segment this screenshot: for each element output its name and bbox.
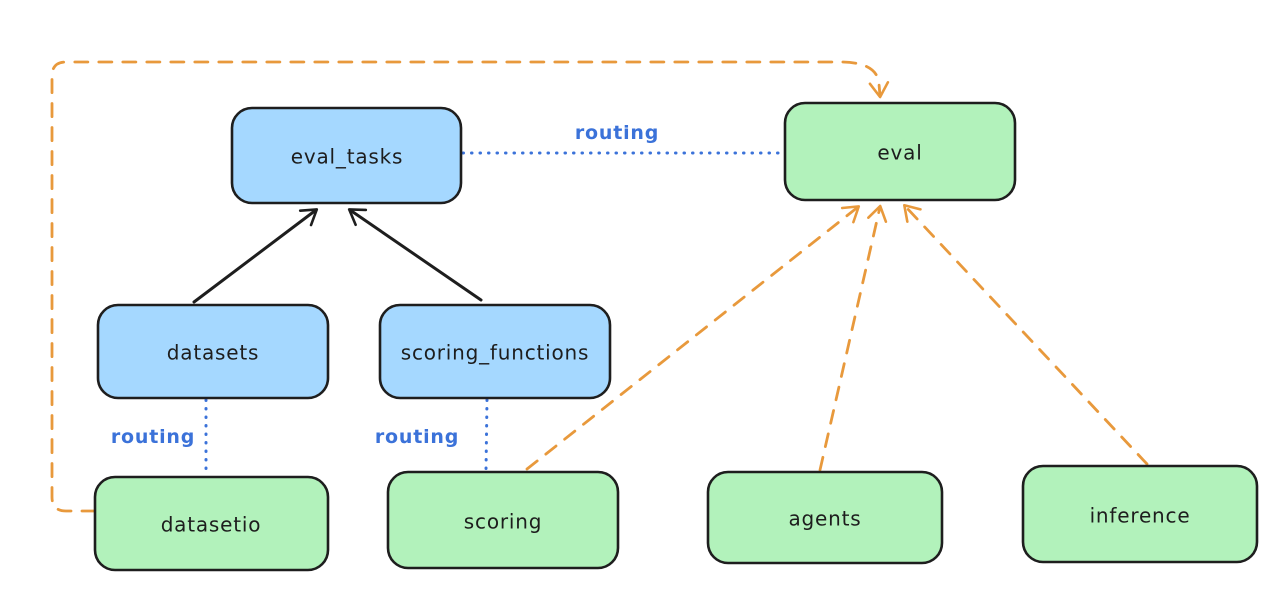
node-scoring-functions-box xyxy=(378,303,612,400)
node-eval-tasks-box xyxy=(230,106,463,205)
node-eval: eval xyxy=(783,101,1017,202)
edge-scoring-functions-to-eval-tasks xyxy=(347,208,483,302)
node-scoring-functions: scoring_functions xyxy=(378,303,612,400)
node-scoring-label: scoring xyxy=(464,510,542,534)
node-agents: agents xyxy=(706,470,944,565)
node-inference-box xyxy=(1021,464,1259,564)
routing-label-top: routing xyxy=(575,122,659,144)
edge-inference-to-eval xyxy=(903,203,1149,466)
node-eval-tasks-label: eval_tasks xyxy=(291,145,403,169)
node-inference-label: inference xyxy=(1090,504,1191,528)
edge-scoring-functions-to-scoring-routing xyxy=(484,398,489,472)
node-scoring: scoring xyxy=(386,470,620,570)
edge-agents-to-eval xyxy=(818,204,888,472)
node-datasetio-label: datasetio xyxy=(161,513,262,537)
edge-datasetio-to-eval-loop xyxy=(50,60,890,513)
node-scoring-box xyxy=(386,470,620,570)
node-datasets: datasets xyxy=(96,303,330,400)
node-eval-tasks: eval_tasks xyxy=(230,106,463,205)
routing-label-datasets: routing xyxy=(111,426,195,448)
node-inference: inference xyxy=(1021,464,1259,564)
node-scoring-functions-label: scoring_functions xyxy=(401,341,590,365)
node-datasets-box xyxy=(96,303,330,400)
node-datasets-label: datasets xyxy=(167,341,259,365)
node-eval-box xyxy=(783,101,1017,202)
node-datasetio: datasetio xyxy=(93,475,330,572)
node-agents-box xyxy=(706,470,944,565)
node-eval-label: eval xyxy=(877,141,922,165)
node-datasetio-box xyxy=(93,475,330,572)
node-agents-label: agents xyxy=(789,507,862,531)
edge-datasets-to-eval-tasks xyxy=(192,208,319,304)
routing-label-scoring: routing xyxy=(375,426,459,448)
